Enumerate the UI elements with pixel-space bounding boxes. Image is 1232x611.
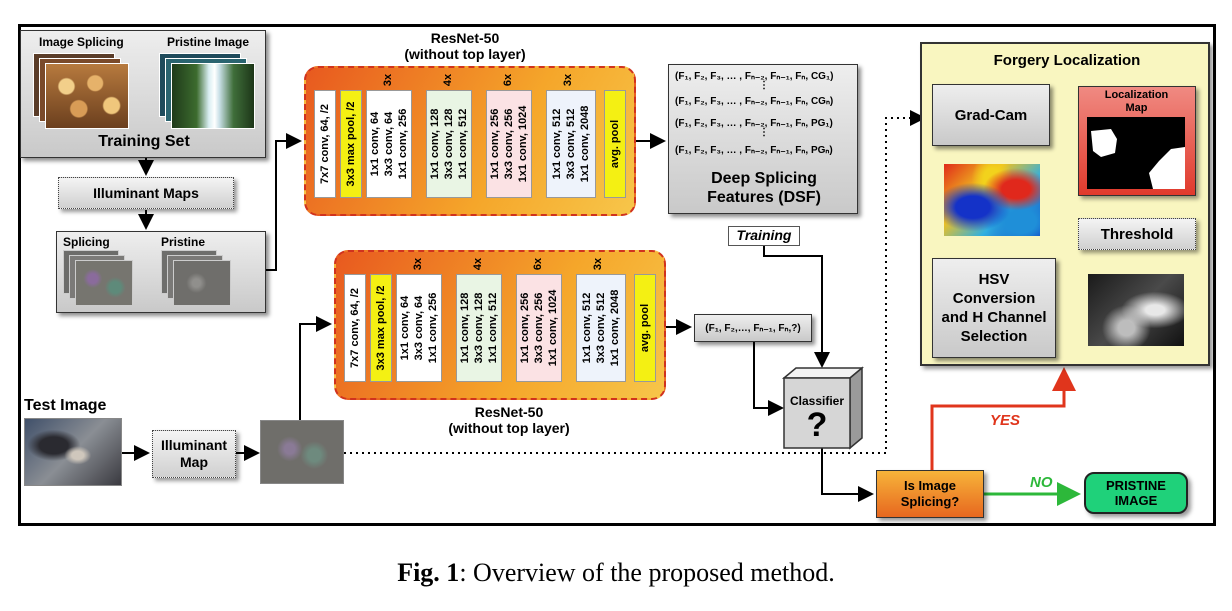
illuminant-maps-label: Illuminant Maps — [93, 185, 199, 201]
training-set-label: Training Set — [98, 133, 190, 150]
localization-map-image — [1087, 117, 1185, 189]
resnet-top-title: ResNet-50 (without top layer) — [340, 30, 590, 62]
illuminant-maps-box: Illuminant Maps — [58, 177, 234, 209]
resnet-bottom-title: ResNet-50 (without top layer) — [384, 404, 634, 436]
illuminant-map-box: Illuminant Map — [152, 430, 236, 478]
conv1-layer: 7x7 conv, 64, /2 — [314, 90, 336, 198]
dsf-row-dots2: ⋮ — [759, 127, 769, 138]
gradcam-heatmap — [944, 164, 1040, 236]
donuts-image — [45, 63, 129, 129]
dsf-title: Deep Splicing Features (DSF) — [707, 170, 821, 206]
arrow-yes — [930, 367, 1076, 476]
illuminant-maps-panel: Splicing Pristine — [56, 231, 266, 313]
test-image-label: Test Image — [24, 397, 107, 414]
is-splicing-decision: Is Image Splicing? — [876, 470, 984, 518]
classifier-question-mark: ? — [806, 406, 828, 444]
forgery-localization-panel: Forgery Localization Grad-Cam HSV Conver… — [920, 42, 1210, 366]
resnet-top-title-line1: ResNet-50 — [430, 30, 500, 46]
avgpool-layer-bottom: avg. pool — [634, 274, 656, 382]
avgpool-layer: avg. pool — [604, 90, 626, 198]
localization-map-label: Localization Map — [1104, 89, 1169, 114]
dsf-row-dots1: ⋮ — [759, 80, 769, 91]
dsf-panel: (F₁, F₂, F₃, … , Fₙ₋₂, Fₙ₋₁, Fₙ, CG₁) ⋮ … — [668, 64, 858, 214]
yes-label: YES — [990, 412, 1021, 429]
arrow-dsf-to-classifier — [763, 246, 830, 368]
threshold-box: Threshold — [1078, 218, 1196, 250]
block3-repeat: 6x — [502, 73, 515, 87]
dotted-map-to-gradcam — [344, 110, 926, 454]
block1-repeat-bottom: 3x — [412, 257, 425, 271]
arrow-illuminant-to-resnet — [266, 133, 302, 271]
forgery-localization-title: Forgery Localization — [993, 52, 1141, 69]
resnet-bottom: 7x7 conv, 64, /2 3x3 max pool, /2 3x 1x1… — [334, 250, 666, 400]
dsf-row-pg1: (F₁, F₂, F₃, … , Fₙ₋₂, Fₙ₋₁, Fₙ, PG₁) — [675, 118, 833, 129]
pristine-map-front — [173, 260, 231, 306]
test-feature-label: (F₁, F₂,…, Fₙ₋₁, Fₙ,?) — [705, 322, 801, 334]
pristine-label: Pristine — [161, 235, 206, 249]
maxpool-layer-bottom: 3x3 max pool, /2 — [370, 274, 392, 382]
resnet-bottom-title-line1: ResNet-50 — [474, 404, 544, 420]
caption-fig: Fig. 1 — [397, 558, 460, 587]
figure-frame — [18, 24, 1216, 526]
training-label: Training — [728, 226, 800, 246]
classifier-cube — [781, 366, 864, 450]
block1-repeat: 3x — [382, 73, 395, 87]
hsv-conversion-box: HSV Conversion and H Channel Selection — [932, 258, 1056, 358]
illuminant-map-line1: Illuminant — [160, 437, 228, 453]
caption-text: : Overview of the proposed method. — [459, 558, 835, 587]
resnet-top-title-line2: (without top layer) — [404, 46, 526, 62]
dsf-row-cgn: (F₁, F₂, F₃, … , Fₙ₋₂, Fₙ₋₁, Fₙ, CGₙ) — [675, 96, 834, 107]
conv1-layer-bottom: 7x7 conv, 64, /2 — [344, 274, 366, 382]
splicing-label: Splicing — [63, 235, 110, 249]
pristine-image-result: PRISTINE IMAGE — [1084, 472, 1188, 514]
pristine-image-label: Pristine Image — [167, 35, 250, 49]
block4-repeat-bottom: 3x — [592, 257, 605, 271]
block3-repeat-bottom: 6x — [532, 257, 545, 271]
image-splicing-label: Image Splicing — [39, 35, 124, 49]
illuminant-map-line2: Map — [180, 454, 208, 470]
no-label: NO — [1030, 474, 1053, 491]
block2-repeat-bottom: 4x — [472, 257, 485, 271]
test-image — [24, 418, 122, 486]
resnet-bottom-title-line2: (without top layer) — [448, 420, 570, 436]
test-illuminant-map-image — [260, 420, 344, 484]
resnet-top: 7x7 conv, 64, /2 3x3 max pool, /2 3x 1x1… — [304, 66, 636, 216]
dsf-row-cg1: (F₁, F₂, F₃, … , Fₙ₋₂, Fₙ₋₁, Fₙ, CG₁) — [675, 71, 834, 82]
test-feature-box: (F₁, F₂,…, Fₙ₋₁, Fₙ,?) — [694, 314, 812, 342]
training-set-panel: Image Splicing Pristine Image Training S… — [20, 30, 266, 158]
block4-repeat: 3x — [562, 73, 575, 87]
localization-map-panel: Localization Map — [1078, 86, 1196, 196]
classifier-label: Classifier — [789, 394, 845, 408]
waterfall-image — [171, 63, 255, 129]
maxpool-layer: 3x3 max pool, /2 — [340, 90, 362, 198]
arrow-classifier-to-decision — [821, 448, 874, 502]
gradcam-box: Grad-Cam — [932, 84, 1050, 146]
arrow-feature-to-classifier — [753, 342, 784, 416]
h-channel-image — [1088, 274, 1184, 346]
arrow-map-to-resnet-bottom — [299, 316, 332, 420]
block2-repeat: 4x — [442, 73, 455, 87]
figure-caption: Fig. 1: Overview of the proposed method. — [0, 558, 1232, 588]
splicing-map-front — [75, 260, 133, 306]
dsf-row-pgn: (F₁, F₂, F₃, … , Fₙ₋₂, Fₙ₋₁, Fₙ, PGₙ) — [675, 145, 833, 156]
